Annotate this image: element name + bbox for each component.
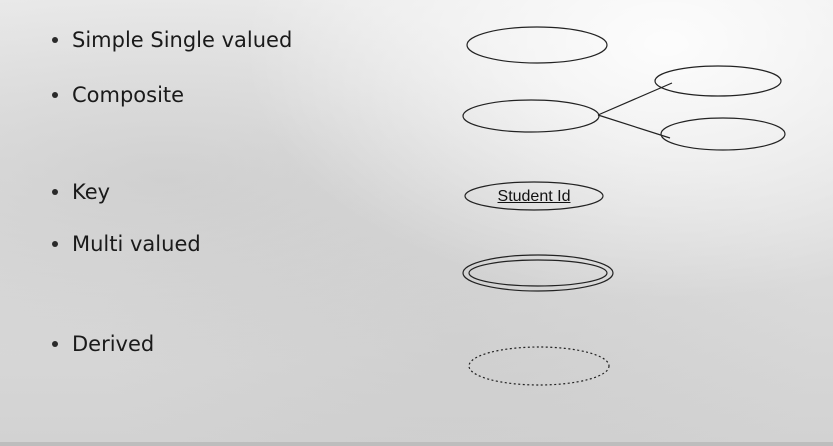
multi-valued-inner-ellipse [468,259,608,287]
bullet-dot-icon [52,92,58,98]
bullet-multi-valued: Multi valued [52,232,201,256]
simple-attribute-ellipse [466,26,608,64]
bullet-text: Multi valued [72,232,201,256]
composite-connector-upper [597,82,673,116]
bullet-composite: Composite [52,83,184,107]
bullet-key: Key [52,180,110,204]
bullet-text: Composite [72,83,185,107]
composite-attribute-ellipse [462,99,600,133]
bullet-text: Derived [72,332,155,356]
key-attribute-ellipse [464,181,604,211]
composite-attribute-group [462,65,786,151]
bullet-text: Simple Single valued [72,28,293,52]
bullet-dot-icon [52,241,58,247]
bullet-derived: Derived [52,332,154,356]
key-attribute-label: Student Id [497,188,571,205]
component-attribute-ellipse-lower [660,117,786,151]
composite-connector-lower [597,114,671,139]
slide-bottom-border [0,442,833,446]
bullet-dot-icon [52,189,58,195]
bullet-dot-icon [52,37,58,43]
multi-valued-outer-ellipse [462,254,614,292]
bullet-simple-single-valued: Simple Single valued [52,28,292,52]
derived-attribute-ellipse [468,346,610,386]
multi-valued-attribute-group [462,254,614,292]
bullet-dot-icon [52,341,58,347]
component-attribute-ellipse-upper [654,65,782,97]
bullet-text: Key [72,180,111,204]
